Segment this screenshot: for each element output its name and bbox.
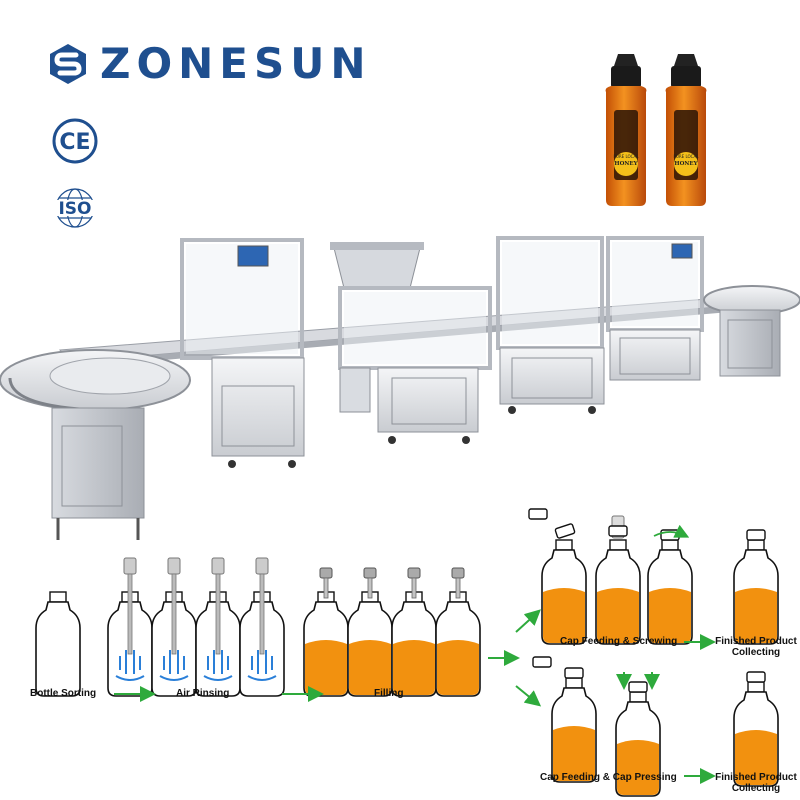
finished-bottle-2 — [733, 681, 779, 787]
ce-mark-text: CE — [59, 130, 90, 155]
rotary-table-right — [703, 285, 800, 377]
cap-feed-icon-1 — [528, 508, 548, 520]
screwing-bottles — [541, 515, 693, 645]
iso-mark-text: ISO — [58, 199, 91, 219]
air-rinsing-machine — [180, 238, 305, 468]
brand-header: ZONESUN — [46, 42, 372, 86]
arrow-branch-up — [515, 609, 541, 633]
label-top-left: PURE LOCAL — [614, 154, 640, 159]
step-label-finished-1: Finished Product Collecting — [714, 636, 798, 658]
step-label-bottle-sorting: Bottle Sorting — [30, 688, 97, 699]
brand-name: ZONESUN — [100, 39, 372, 88]
label-main-right: HONEY — [674, 161, 697, 167]
label-top-right: PURE LOCAL — [674, 154, 700, 159]
process-flow-diagram — [35, 508, 779, 797]
capping-machine-2 — [606, 236, 704, 381]
step-label-air-rinsing: Air Rinsing — [176, 688, 230, 699]
step-label-filling: Filling — [374, 688, 404, 699]
finished-1-line1: Finished Product — [715, 636, 797, 647]
step-label-cap-pressing: Cap Feeding & Cap Pressing — [540, 772, 677, 783]
honey-bottle-left: PURE LOCAL HONEY — [605, 54, 647, 206]
capping-machine-1 — [496, 236, 605, 414]
finished-2-line2: Collecting — [731, 783, 781, 794]
pressing-bottles — [551, 667, 661, 797]
rotary-table-left — [0, 349, 191, 540]
finished-2-line1: Finished Product — [715, 772, 797, 783]
honey-bottle-right: PURE LOCAL HONEY — [665, 54, 707, 206]
ce-mark-icon: CE — [52, 118, 98, 164]
step-label-finished-2: Finished Product Collecting — [714, 772, 798, 794]
iso-mark-icon: ISO — [50, 188, 100, 228]
step-label-cap-screwing: Cap Feeding & Screwing — [560, 636, 678, 647]
zonesun-s-logo-icon — [50, 44, 86, 84]
filling-bottles — [303, 567, 481, 697]
finished-1-line2: Collecting — [731, 647, 781, 658]
finished-bottle-1 — [733, 539, 779, 645]
filling-machine — [330, 242, 492, 444]
honey-bottles-photo: PURE LOCAL HONEY PURE LOCAL HONEY — [605, 54, 707, 206]
arrow-branch-down — [515, 685, 542, 707]
bottle-empty — [35, 591, 81, 697]
cap-feed-icon-2 — [532, 656, 552, 668]
filling-machine-line-photo — [0, 236, 800, 540]
air-rinsing-bottles — [107, 557, 285, 697]
label-main-left: HONEY — [614, 161, 637, 167]
